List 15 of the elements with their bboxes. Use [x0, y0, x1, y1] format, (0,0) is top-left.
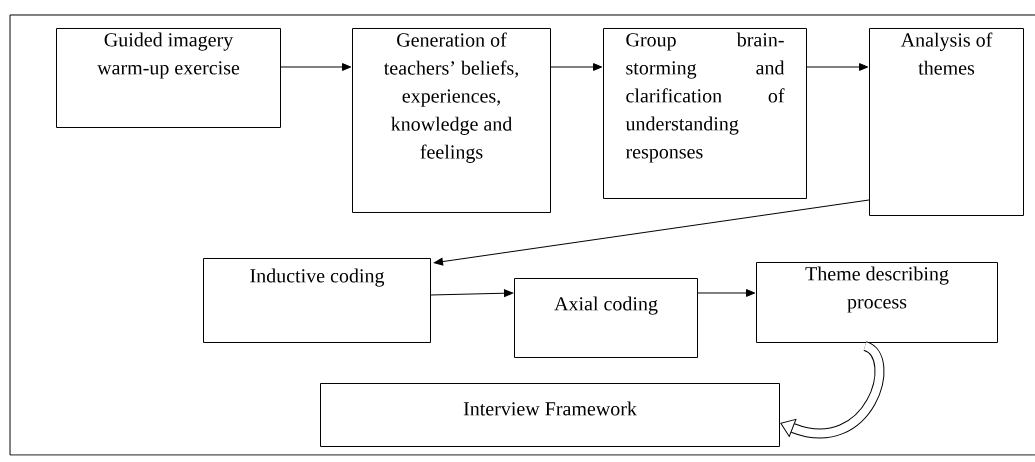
- arrow: [697, 289, 756, 297]
- process-box: Analysis of themes: [869, 28, 1024, 216]
- curved-block-arrow: [780, 341, 885, 438]
- arrow: [550, 63, 603, 71]
- arrow: [280, 63, 352, 71]
- process-box: Generation of teachers’ beliefs, experiences, knowledge and feelings: [352, 28, 551, 213]
- arrow: [433, 199, 870, 266]
- process-box: Theme describing process: [756, 262, 998, 343]
- arrow: [430, 289, 514, 298]
- process-box: Inductive coding: [203, 258, 431, 343]
- arrow: [806, 63, 869, 71]
- process-box: Axial coding: [514, 278, 698, 358]
- process-box: Group brain-storming and clarification of understanding responses: [603, 28, 807, 199]
- process-box: Interview Framework: [320, 383, 780, 447]
- process-box: Guided imagery warm-up exercise: [56, 28, 281, 128]
